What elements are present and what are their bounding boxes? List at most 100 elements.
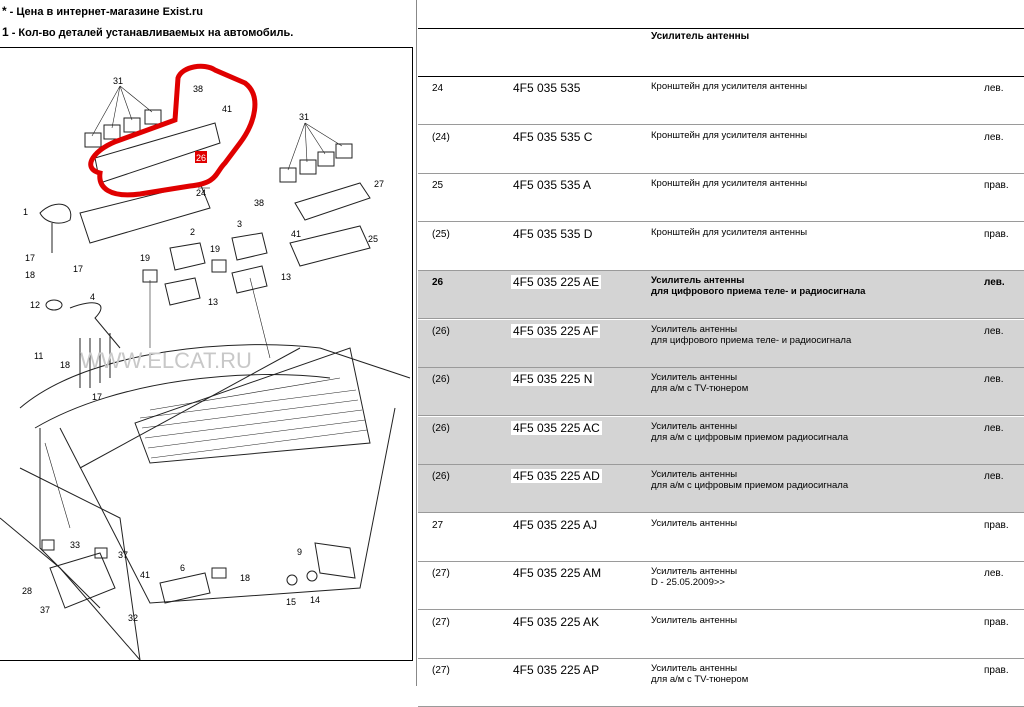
row-description-line: Усилитель антенны (651, 663, 738, 674)
callout-13[interactable]: 13 (208, 297, 218, 307)
row-part-number[interactable]: 4F5 035 225 AJ (513, 517, 598, 532)
row-description: Усилитель антенны (651, 615, 971, 626)
row-description-line: для а/м с TV-тюнером (651, 674, 749, 685)
callout-32[interactable]: 32 (128, 613, 138, 623)
callout-17-lower[interactable]: 17 (92, 392, 102, 402)
row-part-number[interactable]: 4F5 035 535 C (513, 129, 593, 144)
row-part-number[interactable]: 4F5 035 225 AP (513, 663, 600, 677)
callout-27[interactable]: 27 (374, 179, 384, 189)
row-part-number[interactable]: 4F5 035 225 AK (513, 614, 600, 629)
row-part-number[interactable]: 4F5 035 535 (513, 81, 581, 95)
callout-33[interactable]: 33 (70, 540, 80, 550)
callout-9[interactable]: 9 (297, 547, 302, 557)
row-description: Кронштейн для усилителя антенны (651, 81, 971, 92)
callout-14[interactable]: 14 (310, 595, 320, 605)
callout-38-right[interactable]: 38 (254, 198, 264, 208)
row-side: лев. (984, 374, 1004, 385)
row-part-number[interactable]: 4F5 035 535 D (513, 226, 593, 241)
callout-18[interactable]: 18 (25, 270, 35, 280)
callout-38[interactable]: 38 (193, 84, 203, 94)
callout-3[interactable]: 3 (237, 219, 242, 229)
table-header-rule-top (418, 28, 1024, 29)
row-part-number[interactable]: 4F5 035 225 AC (511, 420, 602, 435)
row-description-line: Усилитель антенны (651, 420, 738, 432)
row-position: 27 (432, 519, 444, 531)
callout-12[interactable]: 12 (30, 300, 40, 310)
callout-37-lower[interactable]: 37 (40, 605, 50, 615)
callout-1[interactable]: 1 (23, 207, 28, 217)
row-side: лев. (984, 471, 1004, 482)
table-header-rule-bottom (418, 76, 1024, 77)
row-part-number[interactable]: 4F5 035 225 AE (511, 275, 602, 289)
callout-11[interactable]: 11 (34, 351, 43, 361)
row-side: лев. (984, 83, 1004, 94)
callout-41[interactable]: 41 (222, 104, 232, 114)
legend-price: *- Цена в интернет-магазине Exist.ru (2, 4, 203, 18)
diagram-panel: *- Цена в интернет-магазине Exist.ru 1- … (0, 0, 418, 686)
row-part-number[interactable]: 4F5 035 535 A (513, 178, 592, 192)
row-position: 26 (432, 277, 444, 288)
callout-17[interactable]: 17 (25, 253, 35, 263)
row-side: прав. (984, 665, 1009, 676)
row-part-number[interactable]: 4F5 035 225 AD (511, 469, 602, 483)
row-description-line: для цифрового приема теле- и радиосигнал… (651, 286, 866, 297)
row-position: (27) (432, 568, 450, 579)
row-description-line: Усилитель антенны (651, 323, 738, 335)
callout-28[interactable]: 28 (22, 586, 32, 596)
row-side: прав. (984, 228, 1009, 240)
callout-19-right[interactable]: 19 (210, 244, 220, 254)
row-position: (27) (432, 665, 450, 676)
row-side: прав. (984, 616, 1009, 628)
callout-4[interactable]: 4 (90, 292, 95, 302)
callout-25[interactable]: 25 (368, 234, 378, 244)
parts-diagram: WWW.ELCAT.RU 31 38 41 26 24 31 27 38 41 … (0, 47, 413, 661)
row-description: Кронштейн для усилителя антенны (651, 178, 971, 189)
callout-26[interactable]: 26 (196, 153, 206, 163)
legend-quantity: 1- Кол-во деталей устанавливаемых на авт… (2, 25, 294, 39)
callout-19[interactable]: 19 (140, 253, 150, 263)
callout-31[interactable]: 31 (113, 76, 123, 86)
row-side: прав. (984, 180, 1009, 191)
row-part-number[interactable]: 4F5 035 225 N (511, 372, 595, 386)
row-position: (26) (432, 471, 450, 482)
callout-17-right[interactable]: 17 (73, 264, 83, 274)
callout-37[interactable]: 37 (118, 550, 128, 560)
callout-41-right[interactable]: 41 (291, 229, 301, 239)
row-side: лев. (984, 325, 1004, 337)
row-part-number[interactable]: 4F5 035 225 AF (511, 323, 601, 338)
callout-24[interactable]: 24 (196, 188, 206, 198)
row-description-line: для а/м с цифровым приемом радиосигнала (651, 480, 849, 491)
row-description-line: Кронштейн для усилителя антенны (651, 129, 808, 141)
callout-41-lower[interactable]: 41 (140, 570, 150, 580)
row-part-number[interactable]: 4F5 035 225 AM (513, 566, 602, 580)
parts-diagram-svg: WWW.ELCAT.RU 31 38 41 26 24 31 27 38 41 … (0, 63, 411, 660)
callout-18-bottom[interactable]: 18 (240, 573, 250, 583)
callout-13-right[interactable]: 13 (281, 272, 291, 282)
callout-18-lower[interactable]: 18 (60, 360, 70, 370)
row-description-line: Усилитель антенны (651, 517, 738, 529)
row-description-line: Усилитель антенны (651, 275, 745, 286)
callout-2[interactable]: 2 (190, 227, 195, 237)
row-side: лев. (984, 422, 1004, 434)
callout-6[interactable]: 6 (180, 563, 185, 573)
callout-15[interactable]: 15 (286, 597, 296, 607)
callout-31-right[interactable]: 31 (299, 112, 309, 122)
row-description-line: для цифрового приема теле- и радиосигнал… (651, 334, 852, 346)
row-description-line: Усилитель антенны (651, 469, 738, 480)
